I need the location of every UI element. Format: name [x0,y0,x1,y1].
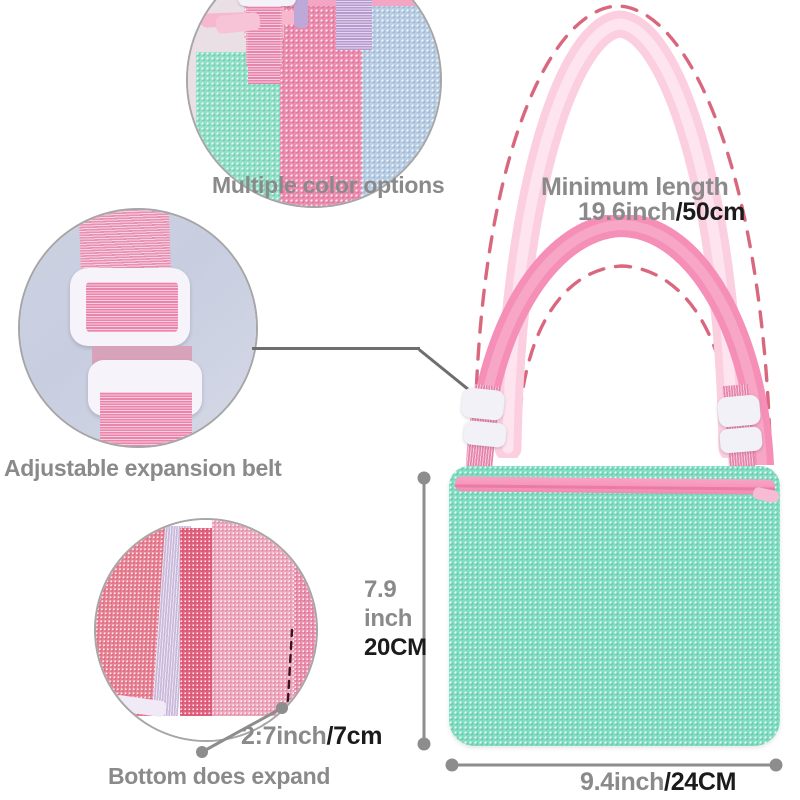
buckle-photo [20,210,256,446]
label-width-measurement: 9.4inch/24CM [580,768,736,797]
width-measurement-line [445,758,783,772]
strap-ghost-extended [494,10,746,458]
strap-solid-current [466,215,774,465]
label-strap-min-length-value: 19.6inch/50cm [578,198,745,227]
depth-measurement-line [196,702,288,758]
base-highlight [96,716,316,740]
height-imperial-number: 7.9 [364,576,397,603]
mesh-panel-right-edge [294,526,316,702]
width-metric: /24CM [664,768,737,796]
strap-metric: /50cm [675,198,746,226]
strap-pink-left-tail [248,6,280,84]
leader-line-horizontal [252,347,420,350]
callout-bottom-does-expand [94,518,318,742]
belt-strap-tail [100,392,192,446]
label-strap-min-length-title: Minimum length [541,173,729,201]
height-imperial-unit: inch [364,605,413,632]
buckle-left [238,0,296,6]
caption-adjustable-expansion-belt: Adjustable expansion belt [4,455,282,481]
mesh-panel-inner [180,528,216,724]
callout-adjustable-expansion-belt [18,208,258,448]
caption-multiple-color-options: Multiple color options [212,172,445,198]
bag-body [449,466,780,746]
callout-multiple-color-options [186,0,442,208]
caption-bottom-does-expand: Bottom does expand [108,763,331,789]
strap-imperial: 19.6inch [578,198,676,226]
buckle-right-upper [716,394,762,428]
multiple-colors-photo [188,0,440,206]
swatch-mint [196,52,280,206]
strap-purple-right [336,0,372,50]
width-imperial: 9.4inch [580,768,665,796]
buckle-left-lower [462,419,508,449]
depth-imperial: 2:7inch [241,722,327,750]
zipper-pull-mid [294,0,308,28]
height-measurement-line [417,471,431,751]
height-metric: 20CM [364,634,427,661]
buckle-left-upper [460,386,506,422]
mesh-panel-front [212,520,300,720]
label-height-measurement: 7.9 inch 20CM [364,575,427,662]
buckle-right-lower [719,426,763,454]
belt-strap-through-upper [86,282,178,332]
label-depth-measurement: 2:7inch/7cm [241,722,383,751]
depth-metric: /7cm [326,722,383,750]
